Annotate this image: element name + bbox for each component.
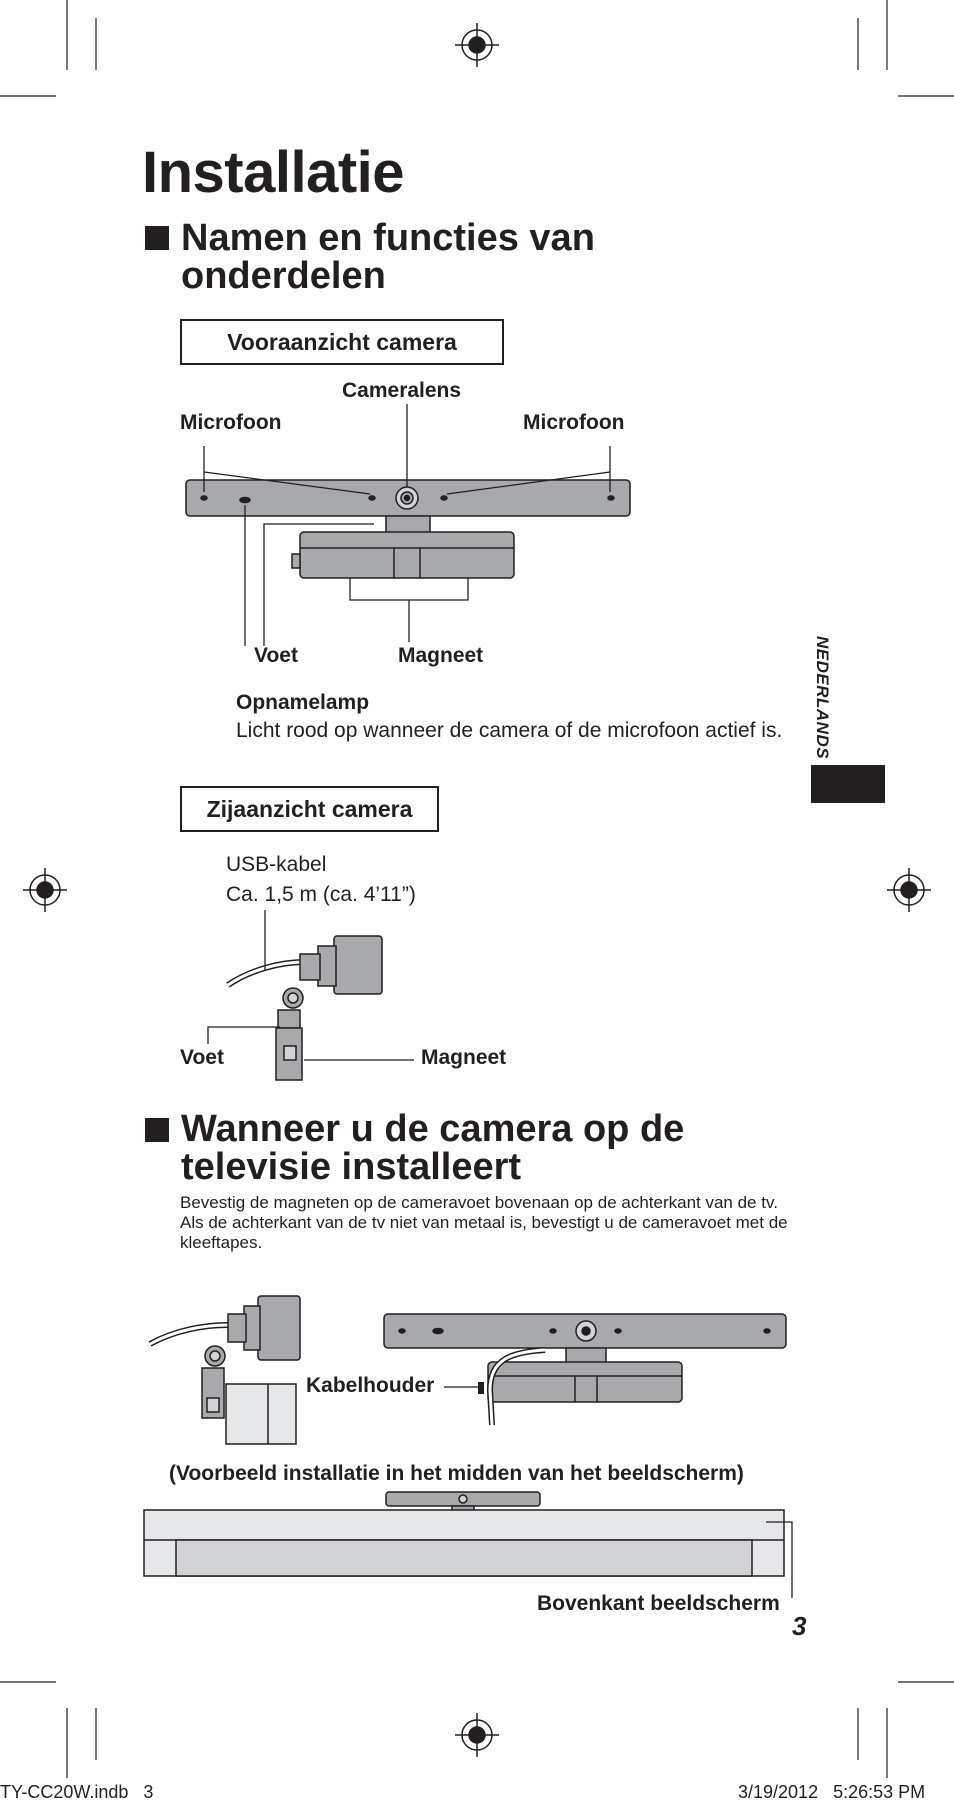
language-tab: NEDERLANDS <box>813 636 832 760</box>
registration-mark-icon <box>455 23 499 67</box>
section-bullet-icon <box>145 1118 169 1142</box>
page-title: Installatie <box>142 140 405 205</box>
heading-line: televisie installeert <box>181 1146 522 1188</box>
usb-length: Ca. 1,5 m (ca. 4’11”) <box>226 883 416 906</box>
registration-mark-icon <box>887 868 931 912</box>
side-view-label: Zijaanzicht camera <box>180 786 439 832</box>
side-foot-label: Voet <box>180 1046 224 1069</box>
heading-line: Wanneer u de camera op de <box>181 1108 685 1150</box>
footer-datetime: 3/19/2012 5:26:53 PM <box>738 1782 926 1802</box>
registration-mark-icon <box>23 868 67 912</box>
heading-line: Namen en functies van <box>181 217 595 259</box>
instruction-paragraph: Als de achterkant van de tv niet van met… <box>180 1213 788 1252</box>
registration-mark-icon <box>455 1713 499 1757</box>
mic-right-label: Microfoon <box>523 411 625 434</box>
side-magnet-label: Magneet <box>421 1046 507 1069</box>
foot-label: Voet <box>254 644 298 667</box>
usb-label: USB-kabel <box>226 853 327 876</box>
section-heading-install: Wanneer u de camera op de televisie inst… <box>181 1110 684 1186</box>
lens-label: Cameralens <box>342 379 462 402</box>
example-caption: (Voorbeeld installatie in het midden van… <box>169 1462 744 1485</box>
language-tab-marker <box>811 765 885 803</box>
lamp-description: Licht rood op wanneer de camera of de mi… <box>236 719 783 742</box>
mic-left-label: Microfoon <box>180 411 282 434</box>
screen-top-label: Bovenkant beeldscherm <box>537 1592 780 1615</box>
install-instructions: Bevestig de magneten op de cameravoet bo… <box>180 1193 800 1253</box>
footer-file: TY-CC20W.indb 3 <box>0 1782 154 1802</box>
magnet-label: Magneet <box>398 644 484 667</box>
lamp-title: Opnamelamp <box>236 691 370 714</box>
instruction-paragraph: Bevestig de magneten op de cameravoet bo… <box>180 1193 778 1212</box>
section-heading-parts: Namen en functies van onderdelen <box>181 219 595 295</box>
heading-line: onderdelen <box>181 255 386 297</box>
usb-cable-info: USB-kabel Ca. 1,5 m (ca. 4’11”) <box>226 850 416 910</box>
page-number: 3 <box>792 1611 807 1641</box>
section-bullet-icon <box>145 226 169 250</box>
cable-holder-label: Kabelhouder <box>306 1374 435 1397</box>
front-view-label: Vooraanzicht camera <box>180 319 504 365</box>
